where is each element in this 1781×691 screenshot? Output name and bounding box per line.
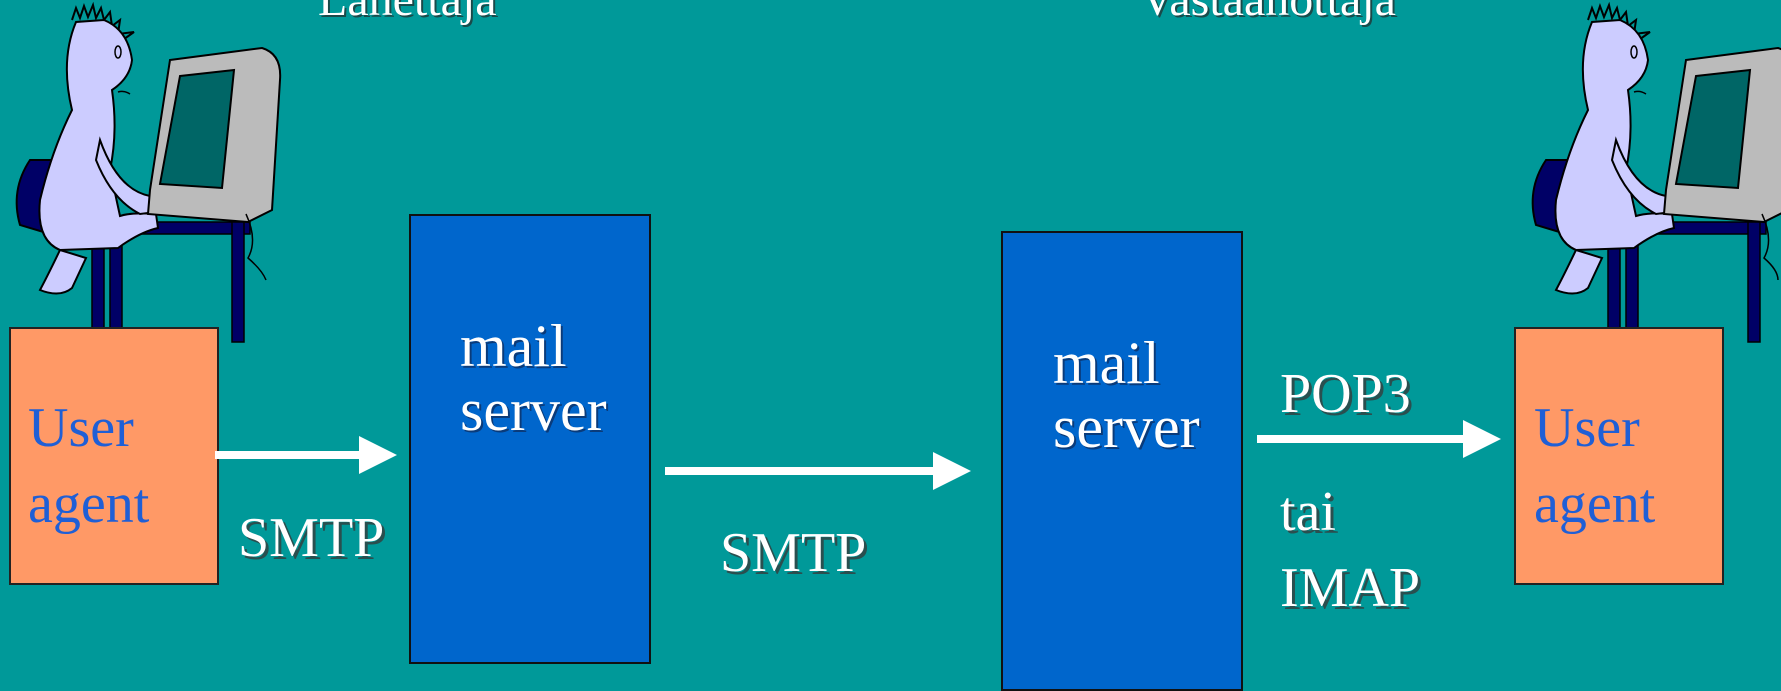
sender-mail-server-box [409, 214, 651, 664]
receiver-user-agent-label: User agent [1534, 390, 1655, 542]
receiver-title: Vastaanottaja [1140, 0, 1396, 27]
pop3-label: POP3 [1280, 363, 1411, 425]
sender-mail-server-label: mail server [460, 314, 607, 442]
smtp-label-2: SMTP [720, 522, 867, 584]
server-line-1: mail [460, 313, 567, 379]
receiver-user-agent-box [1514, 327, 1724, 585]
receiver-mail-server-box [1001, 231, 1243, 691]
arrow-right-icon [215, 436, 397, 474]
ua-line-2: agent [28, 473, 150, 535]
sender-title: Lähettäjä [318, 0, 497, 27]
or-label: tai [1280, 481, 1336, 543]
email-flow-diagram: Lähettäjä Vastaanottaja [9, 0, 1781, 691]
smtp-label-1: SMTP [238, 507, 385, 569]
ua-line-1: User [28, 397, 134, 459]
server-line-1: mail [1053, 330, 1160, 396]
server-line-2: server [1053, 394, 1200, 460]
sender-user-agent-label: User agent [28, 390, 149, 542]
receiver-mail-server-label: mail server [1053, 331, 1200, 459]
ua-line-1: User [1534, 397, 1640, 459]
arrow-right-icon [665, 452, 971, 490]
server-line-2: server [460, 377, 607, 443]
sender-user-agent-box [9, 327, 219, 585]
arrow-right-icon [1257, 420, 1501, 458]
ua-line-2: agent [1534, 473, 1656, 535]
user-at-computer-icon [1531, 1, 1781, 343]
user-at-computer-icon [15, 1, 282, 343]
imap-label: IMAP [1280, 557, 1421, 619]
